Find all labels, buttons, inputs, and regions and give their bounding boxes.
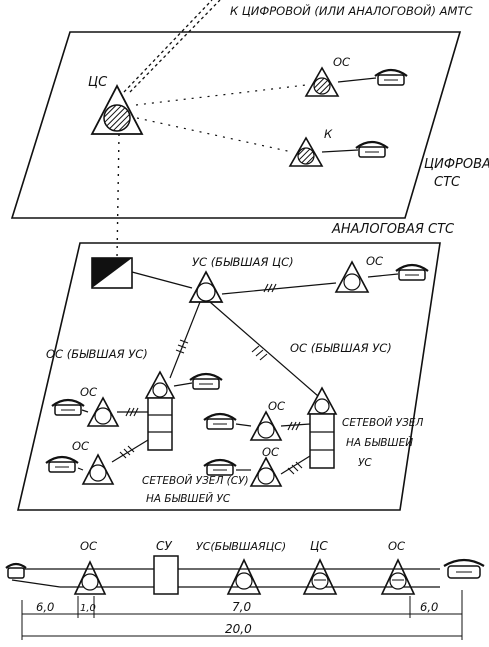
- dim-6-left: 6,0: [36, 600, 54, 614]
- telephone-icon: [203, 412, 237, 430]
- os-label-d: ОС: [262, 445, 279, 459]
- dimension-lines: [21, 590, 463, 640]
- telephone-icon: [443, 558, 485, 579]
- os-label-a: ОС: [80, 385, 97, 399]
- os-node-c: [235, 410, 283, 441]
- telephone-icon: [355, 140, 389, 158]
- strip-label-su: СУ: [156, 539, 172, 553]
- digital-panel-label-1: ЦИФРОВАЯ: [424, 157, 489, 172]
- os-node-b: [77, 453, 115, 485]
- telephone-icon: [5, 562, 27, 579]
- os-label-middle-top: ОС: [366, 254, 383, 268]
- telephone-icon: [189, 372, 223, 390]
- telephone-icon: [51, 398, 85, 416]
- os-label-c: ОС: [268, 399, 285, 413]
- dim-total: 20,0: [225, 622, 252, 636]
- su-block: [153, 555, 179, 595]
- node-right-label-2: НА БЫВШЕЙ: [346, 436, 413, 449]
- node-bottom-label-2: НА БЫВШЕЙ УС: [146, 492, 231, 505]
- os-node-top: [304, 66, 377, 97]
- os-node-d: [236, 456, 283, 487]
- strip-label-cs: ЦС: [310, 539, 328, 553]
- telephone-icon: [45, 455, 79, 473]
- digital-network-panel: К ЦИФРОВОЙ (ИЛИ АНАЛОГОВОЙ) АМТС ЦС ОС: [10, 0, 489, 259]
- us-node: [188, 270, 224, 303]
- os-former-us-right-label: ОС (БЫВШАЯ УС): [290, 341, 392, 355]
- strip-label-us: УС(БЫВШАЯЦС): [196, 540, 286, 553]
- dim-6-right: 6,0: [420, 600, 438, 614]
- cs-links: [116, 84, 307, 259]
- cross-section-strip: ОС СУ УС(БЫВШАЯЦС) ЦС ОС: [5, 539, 485, 640]
- cs-node: [90, 84, 144, 135]
- node-right-label-3: УС: [358, 457, 372, 469]
- k-node: [288, 136, 359, 167]
- os-node-strip-left: [73, 560, 107, 595]
- strip-label-os-right: ОС: [388, 539, 405, 553]
- digital-panel-label-2: СТС: [434, 175, 461, 190]
- strip-label-os-left: ОС: [80, 539, 97, 553]
- os-label-top: ОС: [333, 55, 350, 69]
- gateway-block: [91, 257, 193, 289]
- amts-trunk-lines: [123, 0, 221, 93]
- us-label: УС (БЫВШАЯ ЦС): [192, 255, 294, 269]
- os-label-b: ОС: [72, 439, 89, 453]
- os-node-strip-right: [380, 558, 416, 595]
- node-bottom-label-1: СЕТЕВОЙ УЗЕЛ (СУ): [142, 474, 249, 487]
- analog-panel-title: АНАЛОГОВАЯ СТС: [331, 222, 455, 237]
- node-right-label-1: СЕТЕВОЙ УЗЕЛ: [342, 416, 423, 429]
- us-links: [169, 282, 337, 397]
- network-node-right: [280, 386, 338, 475]
- cs-node-strip: [302, 558, 338, 595]
- os-node-middle-top: [334, 260, 399, 293]
- amts-label: К ЦИФРОВОЙ (ИЛИ АНАЛОГОВОЙ) АМТС: [230, 3, 473, 18]
- dim-1: 1,0: [80, 603, 96, 614]
- telephone-icon: [203, 458, 237, 476]
- telephone-icon: [395, 263, 429, 281]
- us-node-strip: [226, 558, 262, 595]
- analog-network-panel: АНАЛОГОВАЯ СТС УС (БЫВШАЯ ЦС): [16, 222, 455, 511]
- os-former-us-left-label: ОС (БЫВШАЯ УС): [46, 347, 148, 361]
- dim-7: 7,0: [232, 600, 251, 614]
- k-label: К: [324, 127, 333, 141]
- telephone-icon: [374, 68, 408, 86]
- cs-label: ЦС: [88, 75, 108, 90]
- os-node-a: [81, 396, 120, 427]
- network-node-left: [111, 370, 193, 463]
